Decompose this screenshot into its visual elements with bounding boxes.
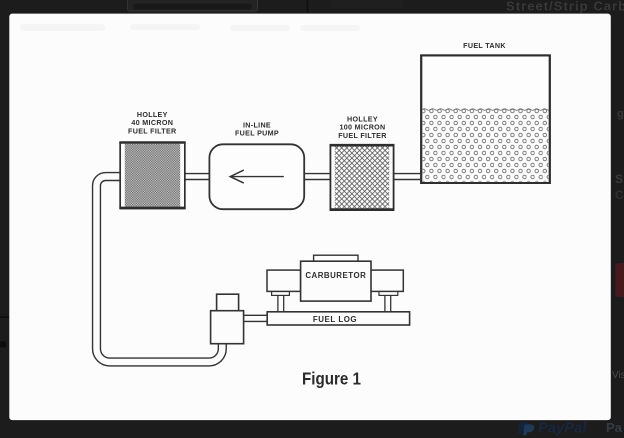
svg-text:FUEL FILTER: FUEL FILTER bbox=[128, 127, 177, 135]
svg-text:CARBURETOR: CARBURETOR bbox=[305, 271, 366, 280]
svg-text:40 MICRON: 40 MICRON bbox=[131, 119, 173, 127]
svg-text:PayPal: PayPal bbox=[538, 421, 588, 437]
svg-text:C: C bbox=[615, 188, 624, 202]
svg-text:g: g bbox=[617, 108, 624, 120]
svg-text:HOLLEY: HOLLEY bbox=[137, 111, 168, 119]
svg-text:Figure 1: Figure 1 bbox=[302, 368, 361, 388]
svg-text:HOLLEY: HOLLEY bbox=[347, 115, 378, 123]
svg-text:Pa: Pa bbox=[606, 420, 623, 435]
svg-text:IN-LINE: IN-LINE bbox=[243, 121, 271, 129]
svg-text:Street/Strip Carb: Street/Strip Carb bbox=[506, 0, 624, 14]
svg-text:S: S bbox=[615, 172, 623, 186]
svg-text:FUEL FILTER: FUEL FILTER bbox=[338, 132, 387, 140]
svg-text:FUEL TANK: FUEL TANK bbox=[463, 42, 506, 50]
svg-text:100 MICRON: 100 MICRON bbox=[339, 124, 385, 132]
svg-text:FUEL LOG: FUEL LOG bbox=[313, 315, 357, 324]
svg-text:FUEL PUMP: FUEL PUMP bbox=[235, 130, 279, 138]
svg-text:Vis: Vis bbox=[612, 370, 624, 381]
